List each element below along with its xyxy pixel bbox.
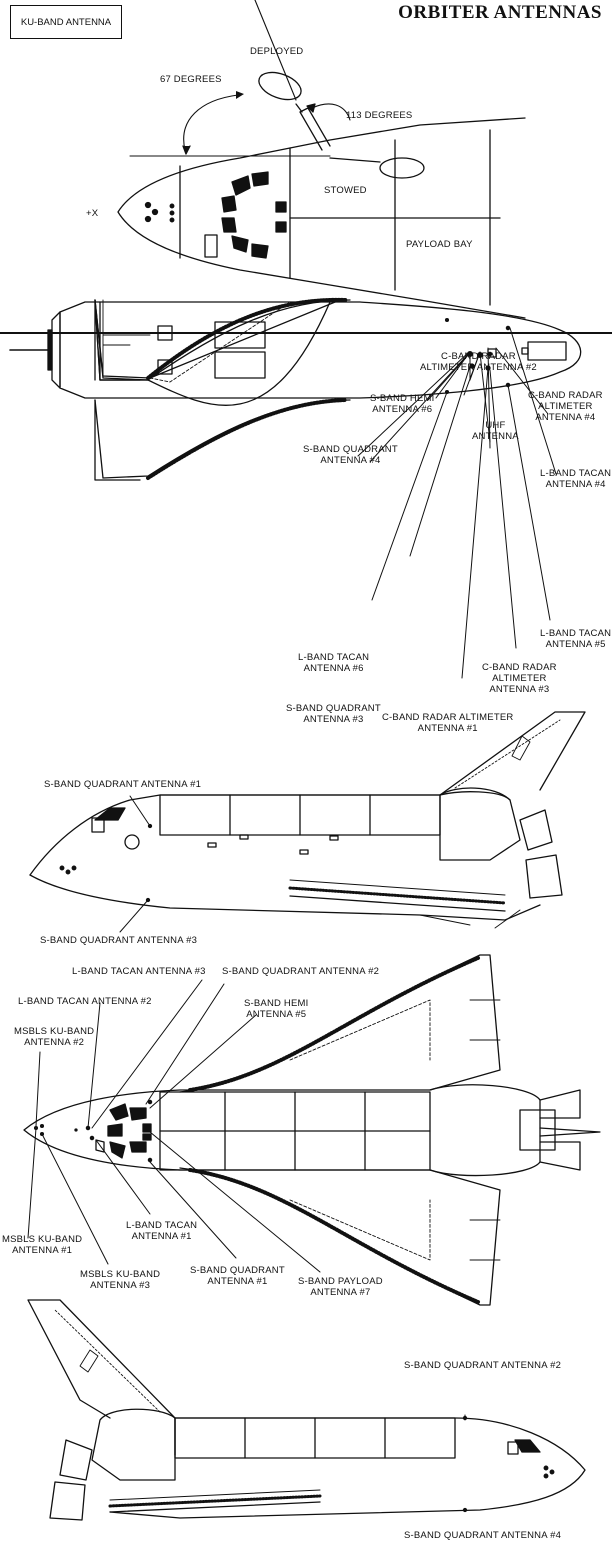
deployed-label: DEPLOYED [250, 46, 304, 57]
page-title: ORBITER ANTENNAS [398, 2, 602, 23]
orbiter-side-view-right-drawing [27, 1299, 586, 1521]
l-band-tacan-2-label: L-BAND TACAN ANTENNA #2 [18, 996, 152, 1007]
payload-bay-label: PAYLOAD BAY [406, 239, 473, 250]
s-band-quadrant-4-side-label: S-BAND QUADRANT ANTENNA #4 [404, 1530, 562, 1541]
section-divider [0, 332, 612, 334]
angle-67-label: 67 DEGREES [160, 74, 222, 85]
ku-band-antenna-label: KU-BAND ANTENNA [10, 5, 122, 39]
orbiter-side-view-left-drawing [29, 711, 586, 929]
ku-band-inset-drawing [117, 0, 526, 319]
plus-x-label: +X [86, 208, 99, 219]
s-band-quadrant-1-side-label: S-BAND QUADRANT ANTENNA #1 [44, 779, 202, 790]
l-band-tacan-3-label: L-BAND TACAN ANTENNA #3 [72, 966, 206, 977]
orbiter-top-view-drawing [23, 954, 601, 1306]
s-band-quadrant-2-side-label: S-BAND QUADRANT ANTENNA #2 [404, 1360, 562, 1371]
angle-113-label: 113 DEGREES [346, 110, 413, 121]
s-band-quadrant-2-top-label: S-BAND QUADRANT ANTENNA #2 [222, 966, 380, 977]
stowed-label: STOWED [324, 185, 367, 196]
orbiter-bottom-view-drawing [9, 297, 582, 481]
s-band-quadrant-3-side-label: S-BAND QUADRANT ANTENNA #3 [40, 935, 198, 946]
